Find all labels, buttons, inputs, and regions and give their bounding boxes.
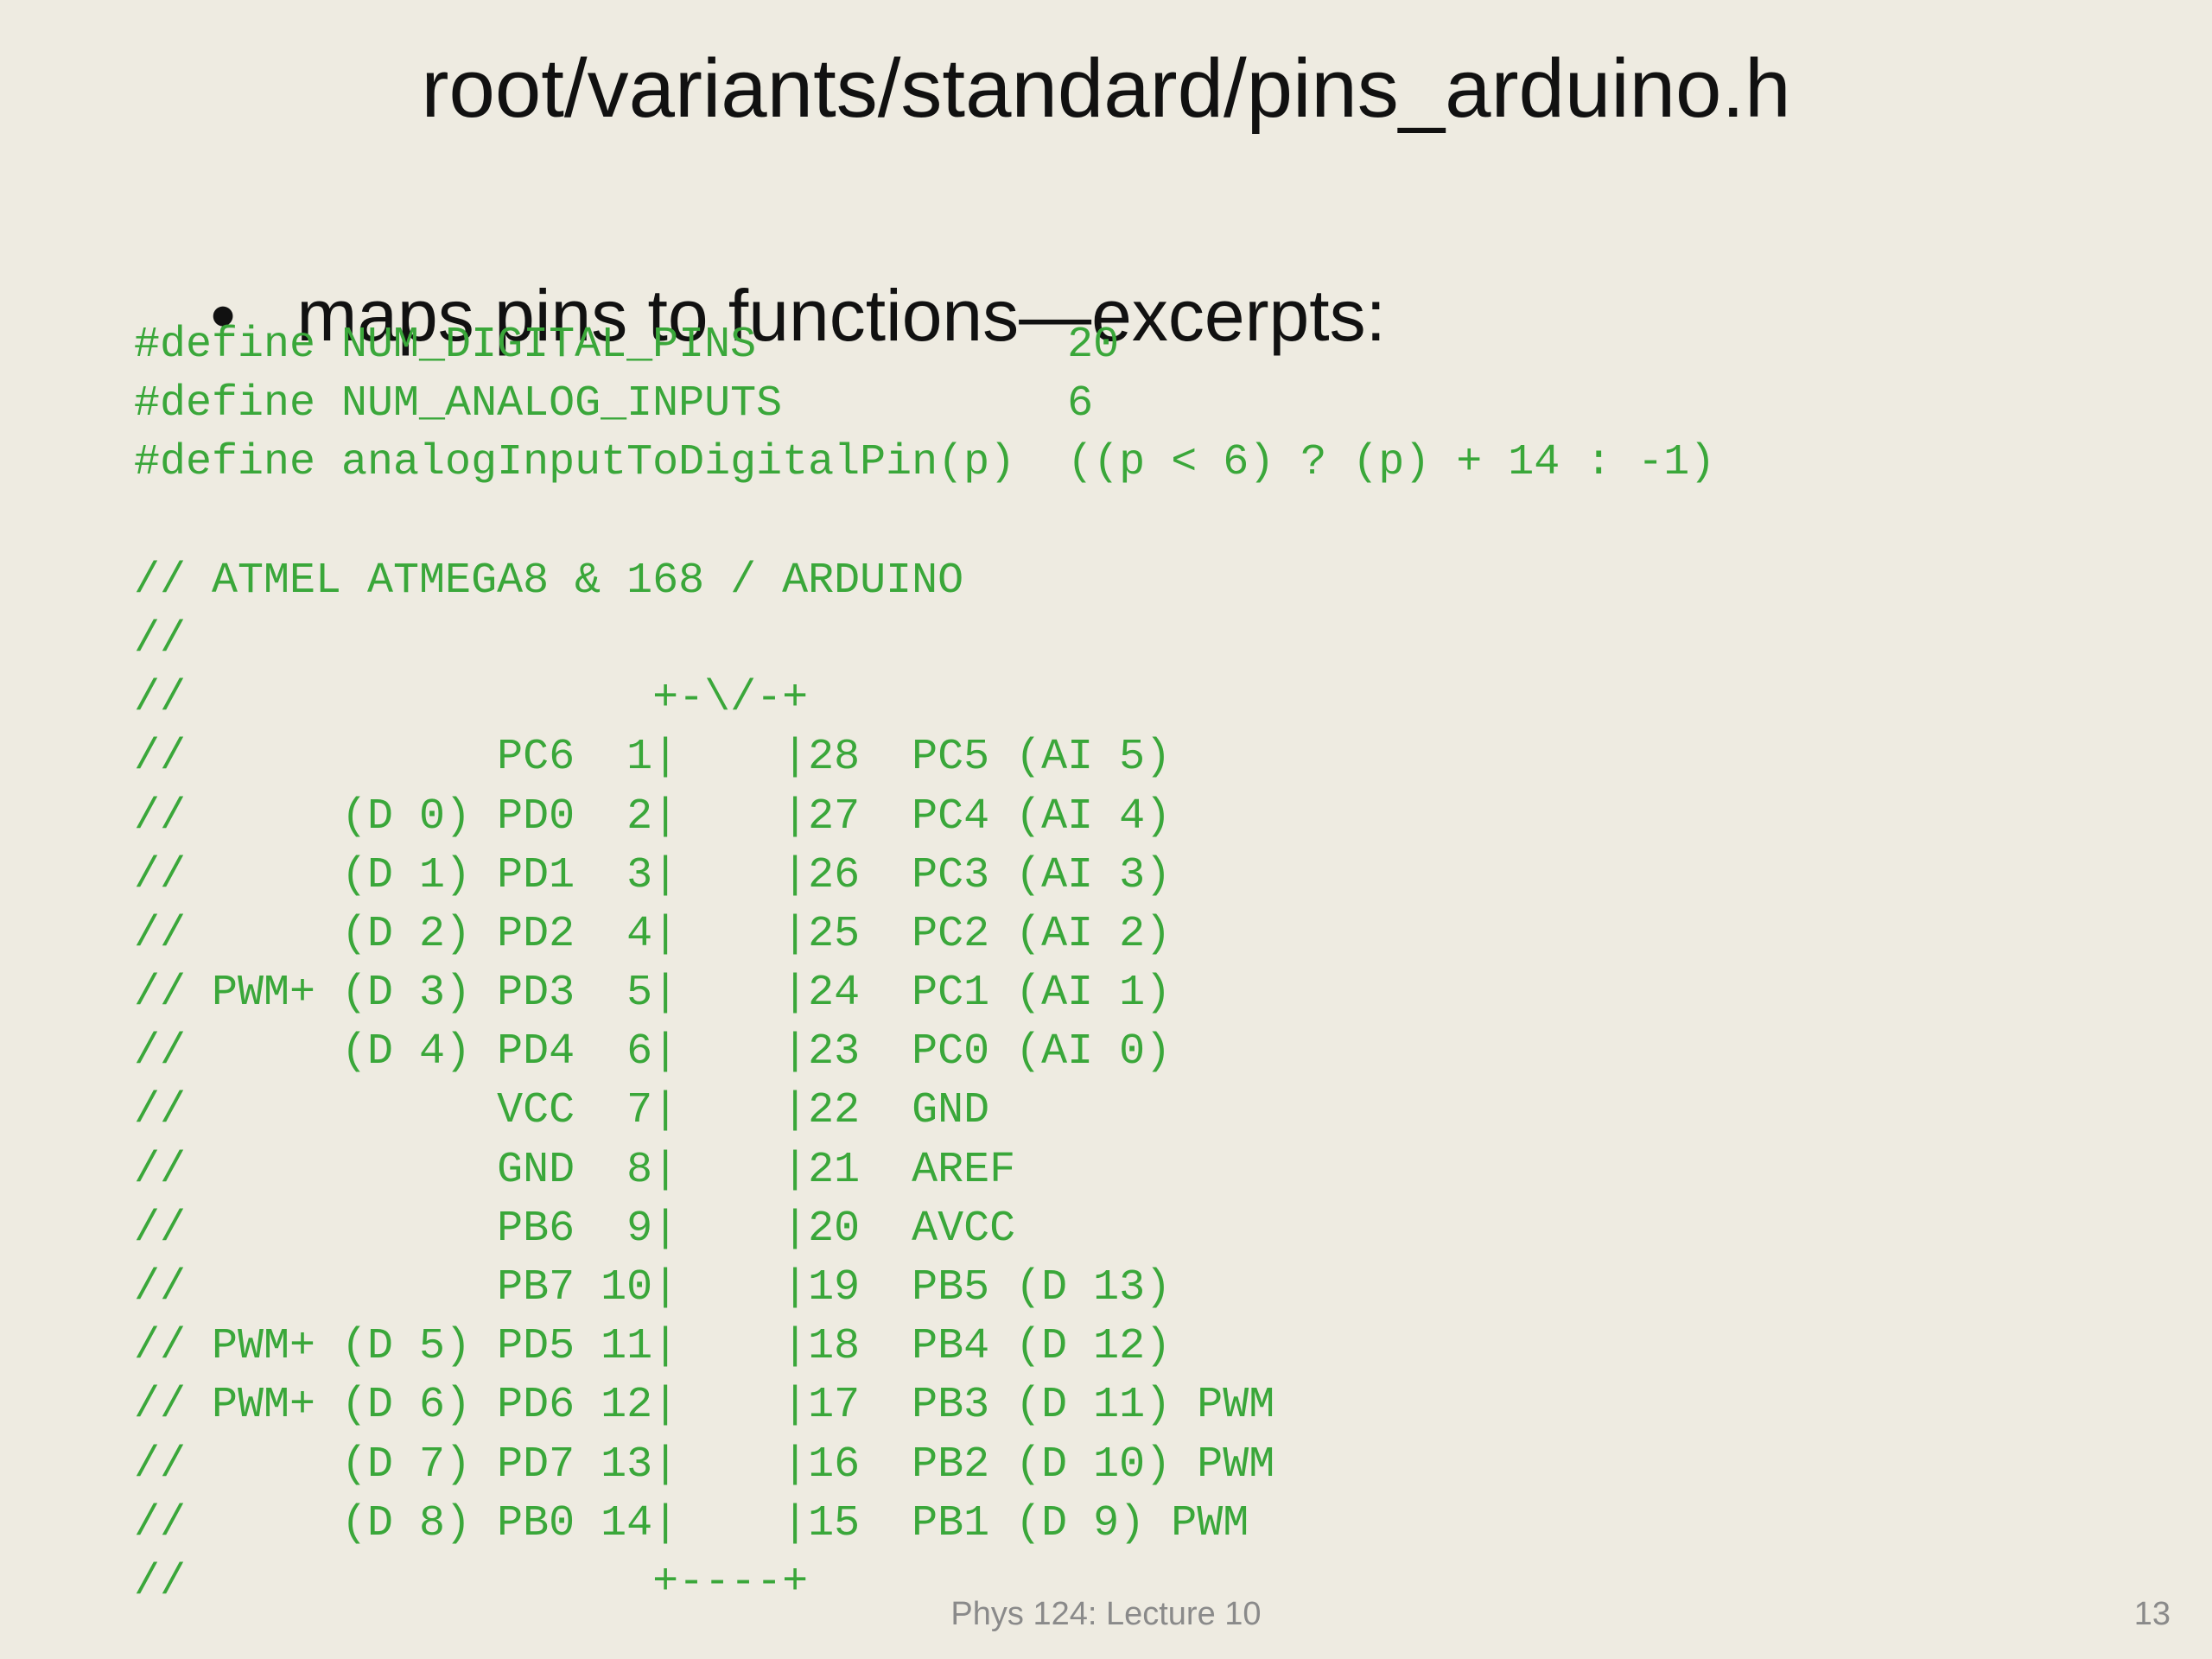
code-line: // xyxy=(134,614,187,664)
page-number: 13 xyxy=(2133,1596,2171,1632)
code-line: // ATMEL ATMEGA8 & 168 / ARDUINO xyxy=(134,556,964,606)
code-line: // (D 8) PB0 14| |15 PB1 (D 9) PWM xyxy=(134,1498,1249,1548)
code-line: #define NUM_ANALOG_INPUTS 6 xyxy=(134,379,1094,429)
code-line: // (D 4) PD4 6| |23 PC0 (AI 0) xyxy=(134,1027,1172,1077)
code-line: // PWM+ (D 5) PD5 11| |18 PB4 (D 12) xyxy=(134,1322,1172,1372)
code-line: // +-\/-+ xyxy=(134,674,809,724)
code-line: // +----+ xyxy=(134,1557,809,1607)
code-line: // (D 0) PD0 2| |27 PC4 (AI 4) xyxy=(134,791,1172,842)
slide-title: root/variants/standard/pins_arduino.h xyxy=(421,42,1791,135)
code-line: // PWM+ (D 3) PD3 5| |24 PC1 (AI 1) xyxy=(134,969,1172,1019)
code-line: // GND 8| |21 AREF xyxy=(134,1145,1016,1195)
code-line: #define NUM_DIGITAL_PINS 20 xyxy=(134,321,1120,370)
code-line: // PWM+ (D 6) PD6 12| |17 PB3 (D 11) PWM xyxy=(134,1381,1275,1431)
code-line: // (D 7) PD7 13| |16 PB2 (D 10) PWM xyxy=(134,1440,1275,1490)
code-block: #define NUM_DIGITAL_PINS 20 #define NUM_A… xyxy=(134,316,1715,1612)
bullet-item: • maps pins to functions—excerpts: xyxy=(130,173,1386,458)
code-line: // PB7 10| |19 PB5 (D 13) xyxy=(134,1263,1172,1313)
code-line: #define analogInputToDigitalPin(p) ((p <… xyxy=(134,438,1716,488)
code-line: // (D 2) PD2 4| |25 PC2 (AI 2) xyxy=(134,909,1172,959)
bullet-text: maps pins to functions—excerpts: xyxy=(296,275,1386,356)
code-line xyxy=(134,493,1715,552)
code-line: // VCC 7| |22 GND xyxy=(134,1086,990,1136)
code-line: // PC6 1| |28 PC5 (AI 5) xyxy=(134,733,1172,783)
code-line: // (D 1) PD1 3| |26 PC3 (AI 3) xyxy=(134,850,1172,900)
code-line: // PB6 9| |20 AVCC xyxy=(134,1204,1016,1254)
slide-footer: Phys 124: Lecture 10 xyxy=(950,1596,1262,1632)
bullet-icon: • xyxy=(210,275,236,356)
